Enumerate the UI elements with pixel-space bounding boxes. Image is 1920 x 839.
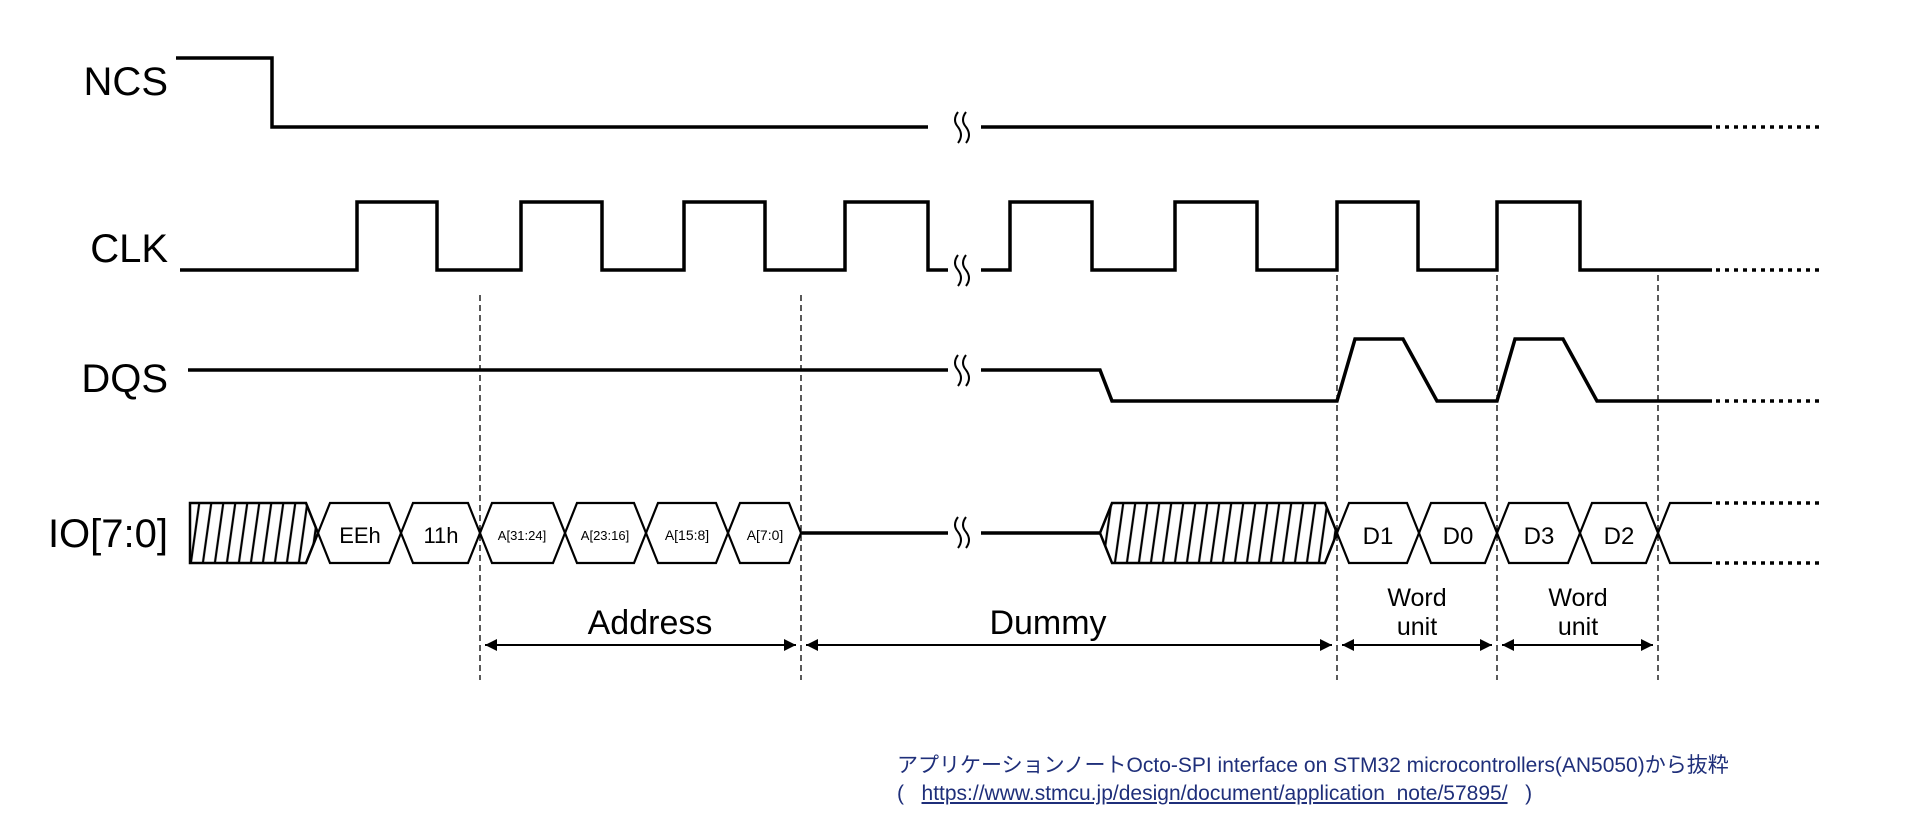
signal-label-dqs: DQS [81, 357, 168, 401]
io-label-eeh: EEh [339, 523, 381, 548]
source-caption: アプリケーションノートOcto-SPI interface on STM32 m… [897, 752, 1729, 808]
io-label-11h: 11h [423, 523, 458, 548]
io-label-d1: D1 [1363, 523, 1394, 550]
io-label-a15-8: A[15:8] [665, 527, 709, 543]
io-label-d2: D2 [1604, 523, 1635, 550]
phase-label-dummy: Dummy [989, 604, 1106, 642]
clk-waveform [180, 200, 1820, 272]
signal-label-ncs: NCS [84, 60, 168, 104]
io-label-a7-0: A[7:0] [747, 527, 784, 543]
caption-line-2: ( https://www.stmcu.jp/design/document/a… [897, 780, 1729, 808]
io-undefined-dummy [1098, 501, 1339, 565]
break-marks [954, 111, 970, 549]
ncs-waveform [176, 56, 1820, 129]
dqs-waveform [188, 337, 1820, 403]
signal-label-io: IO[7:0] [48, 512, 168, 556]
io-label-d0: D0 [1443, 523, 1474, 550]
phase-label-address: Address [588, 604, 713, 642]
source-link[interactable]: https://www.stmcu.jp/design/document/app… [921, 782, 1508, 805]
caption-close-paren: ) [1525, 782, 1533, 805]
timing-markers [479, 275, 1659, 680]
caption-open-paren: ( [897, 782, 904, 805]
io-label-a31-24: A[31:24] [498, 528, 546, 543]
signal-label-clk: CLK [90, 227, 168, 271]
io-undefined-start [188, 501, 320, 565]
io-label-d3: D3 [1524, 523, 1555, 550]
io-bus: EEh 11h A[31:24] A[23:16] A[15:8] A[7:0]… [188, 501, 1820, 565]
io-label-a23-16: A[23:16] [581, 528, 629, 543]
caption-line-1: アプリケーションノートOcto-SPI interface on STM32 m… [897, 754, 1729, 777]
